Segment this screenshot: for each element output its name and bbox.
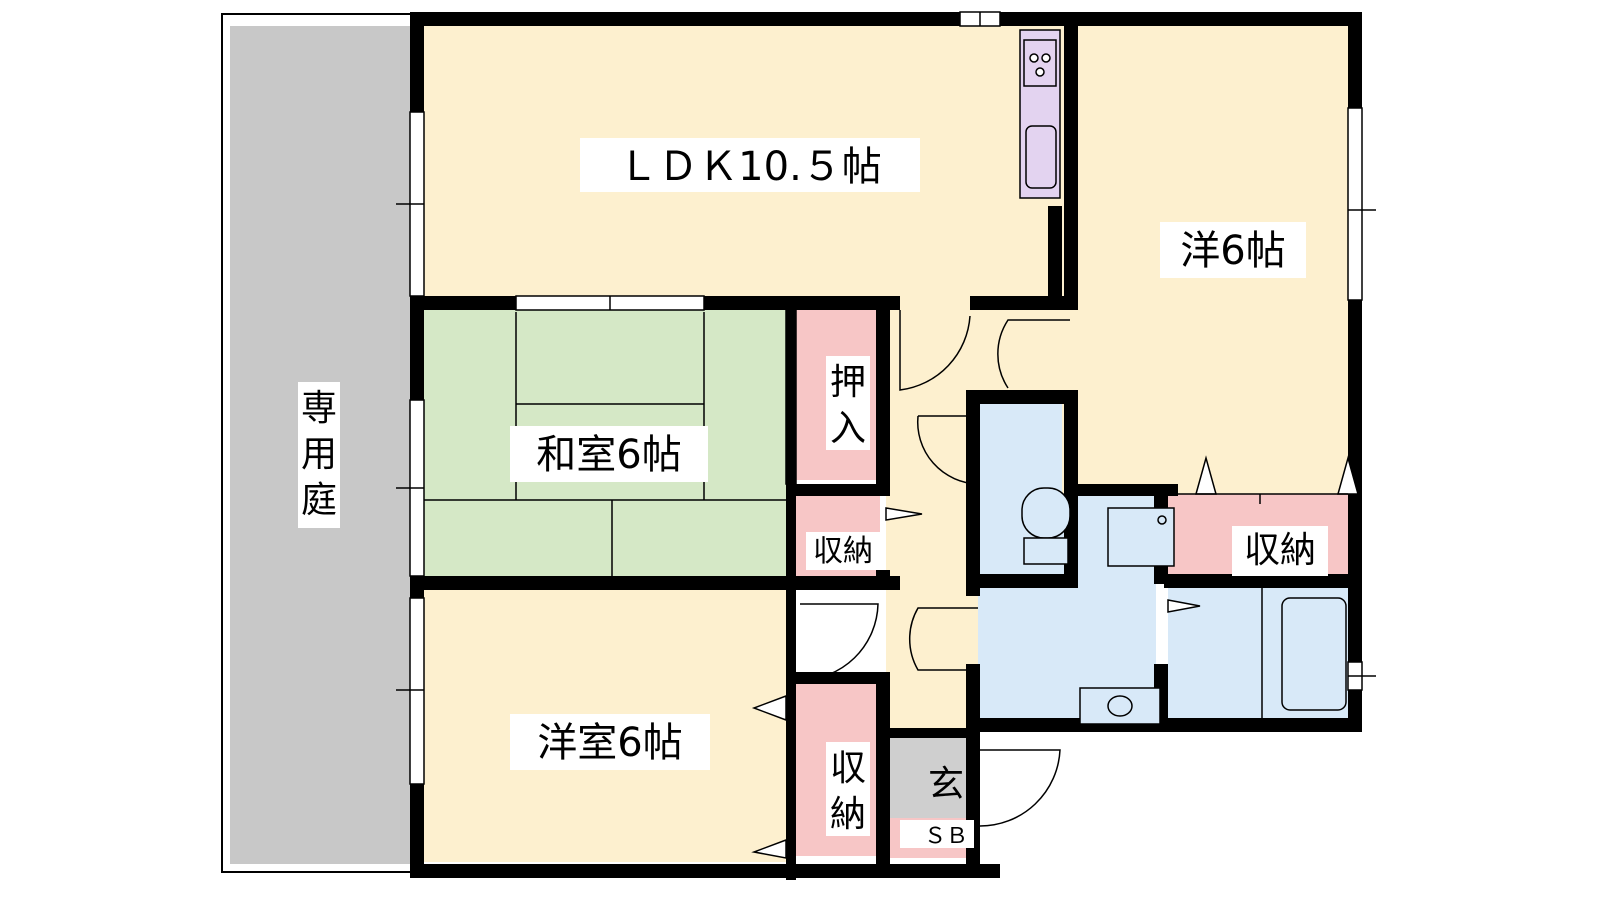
- shoe-box-label: ＳＢ: [900, 820, 974, 849]
- storage-small-label-text: 収納: [813, 534, 873, 569]
- toilet-icon: [1021, 487, 1071, 539]
- entrance-label-text: 玄: [928, 764, 964, 805]
- washitsu-label-text: 和室6帖: [536, 432, 681, 478]
- storage-small-label: 収納: [806, 532, 880, 570]
- oshiire-label: 押 入: [826, 356, 870, 450]
- door-western-room: [799, 603, 879, 681]
- garden-label-line1: 専: [301, 388, 337, 429]
- sink-icon: [1025, 125, 1057, 189]
- storage-east-label-text: 収納: [1244, 530, 1316, 571]
- western-east-label: 洋6帖: [1160, 222, 1306, 278]
- storage-west-label-line1: 収: [830, 748, 866, 789]
- ldk-label-text: ＬＤＫ10.５帖: [618, 144, 882, 190]
- door-entrance: [979, 749, 1061, 827]
- entrance-area: [886, 738, 966, 818]
- door-washroom: [908, 607, 978, 671]
- door-east-room: [997, 319, 1070, 389]
- doors: [751, 310, 1359, 859]
- washitsu-label: 和室6帖: [510, 426, 708, 482]
- bathtub-icon: [1281, 597, 1347, 711]
- western-east-label-text: 洋6帖: [1180, 228, 1285, 274]
- storage-east-label: 収納: [1232, 526, 1328, 576]
- western-room-label: 洋室6帖: [510, 714, 710, 770]
- storage-west-label-line2: 納: [830, 794, 866, 835]
- fixtures: [1021, 39, 1348, 725]
- ldk-label: ＬＤＫ10.５帖: [580, 138, 920, 192]
- western-room-label-text: 洋室6帖: [537, 720, 682, 766]
- stove-icon: [1023, 39, 1057, 87]
- storage-west-label: 収 納: [826, 742, 870, 836]
- walls: [410, 12, 1362, 880]
- entrance-label: 玄: [928, 764, 964, 805]
- door-toilet: [916, 415, 979, 485]
- garden-label-line2: 用: [301, 434, 337, 475]
- garden-label-line3: 庭: [301, 480, 337, 521]
- shoe-box-label-text: ＳＢ: [924, 824, 968, 849]
- oshiire-label-line2: 入: [830, 408, 866, 449]
- oshiire-label-line1: 押: [830, 362, 866, 403]
- door-hall-top: [899, 310, 971, 391]
- windows: [396, 11, 1376, 785]
- garden-label: 専 用 庭: [298, 382, 340, 528]
